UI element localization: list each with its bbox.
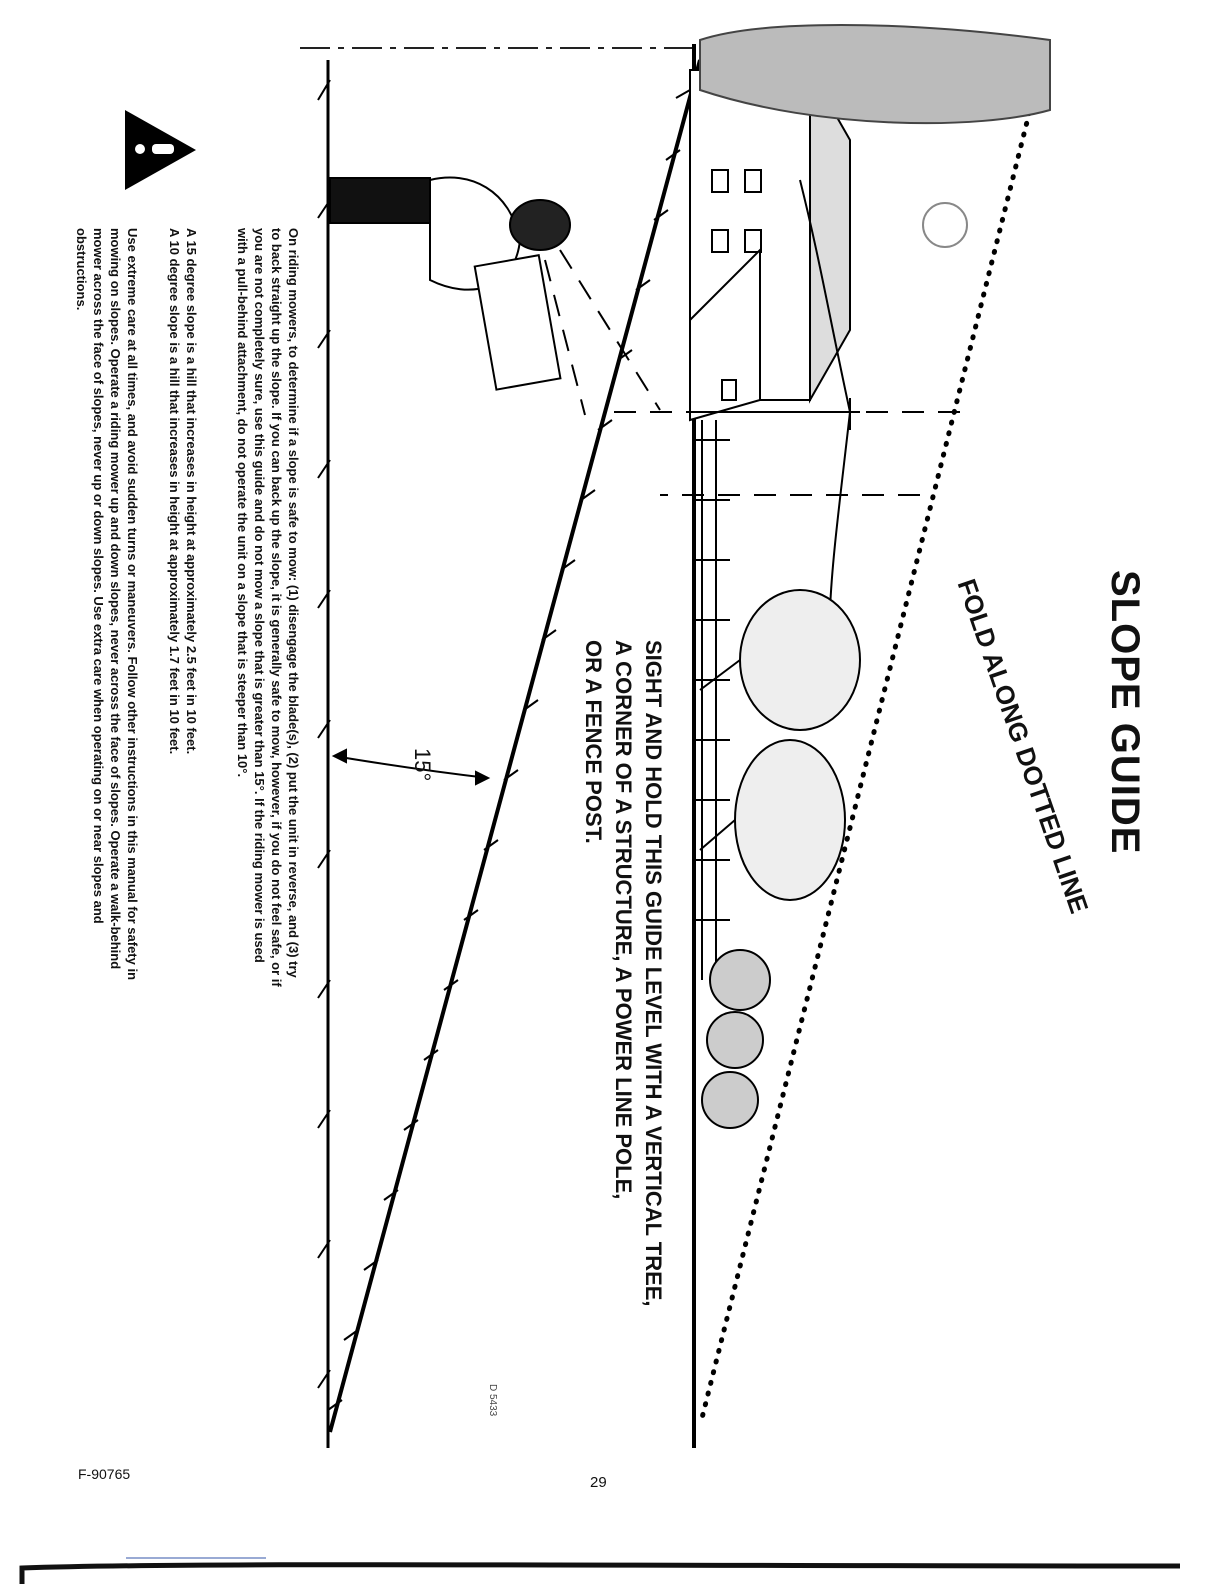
sight-lines [544,249,960,496]
fence [696,420,730,980]
house [689,66,851,422]
sight-instruction-line: A CORNER OF A STRUCTURE, A POWER LINE PO… [611,640,636,1200]
slope-definition-paragraph: A 15 degree slope is a hill that increas… [167,228,199,755]
angle-arc [331,748,491,786]
fold-dotted-line [699,67,1043,1421]
page-title: SLOPE GUIDE [1103,570,1147,855]
trees [699,589,861,1129]
drawing-code: D 5433 [487,1384,498,1417]
person [329,176,571,391]
sight-instruction-line: OR A FENCE POST. [581,640,606,844]
extreme-care-paragraph: Use extreme care at all times, and avoid… [74,228,140,981]
sun [922,202,968,248]
tree-top [699,24,1051,125]
page-number: 29 [590,1474,607,1491]
riding-mower-paragraph: On riding mowers, to determine if a slop… [235,228,301,987]
part-number: F-90765 [78,1466,131,1482]
angle-label: 15° [410,748,435,782]
sight-instruction-line: SIGHT AND HOLD THIS GUIDE LEVEL WITH A V… [641,640,666,1307]
warning-triangle-icon [125,110,196,190]
